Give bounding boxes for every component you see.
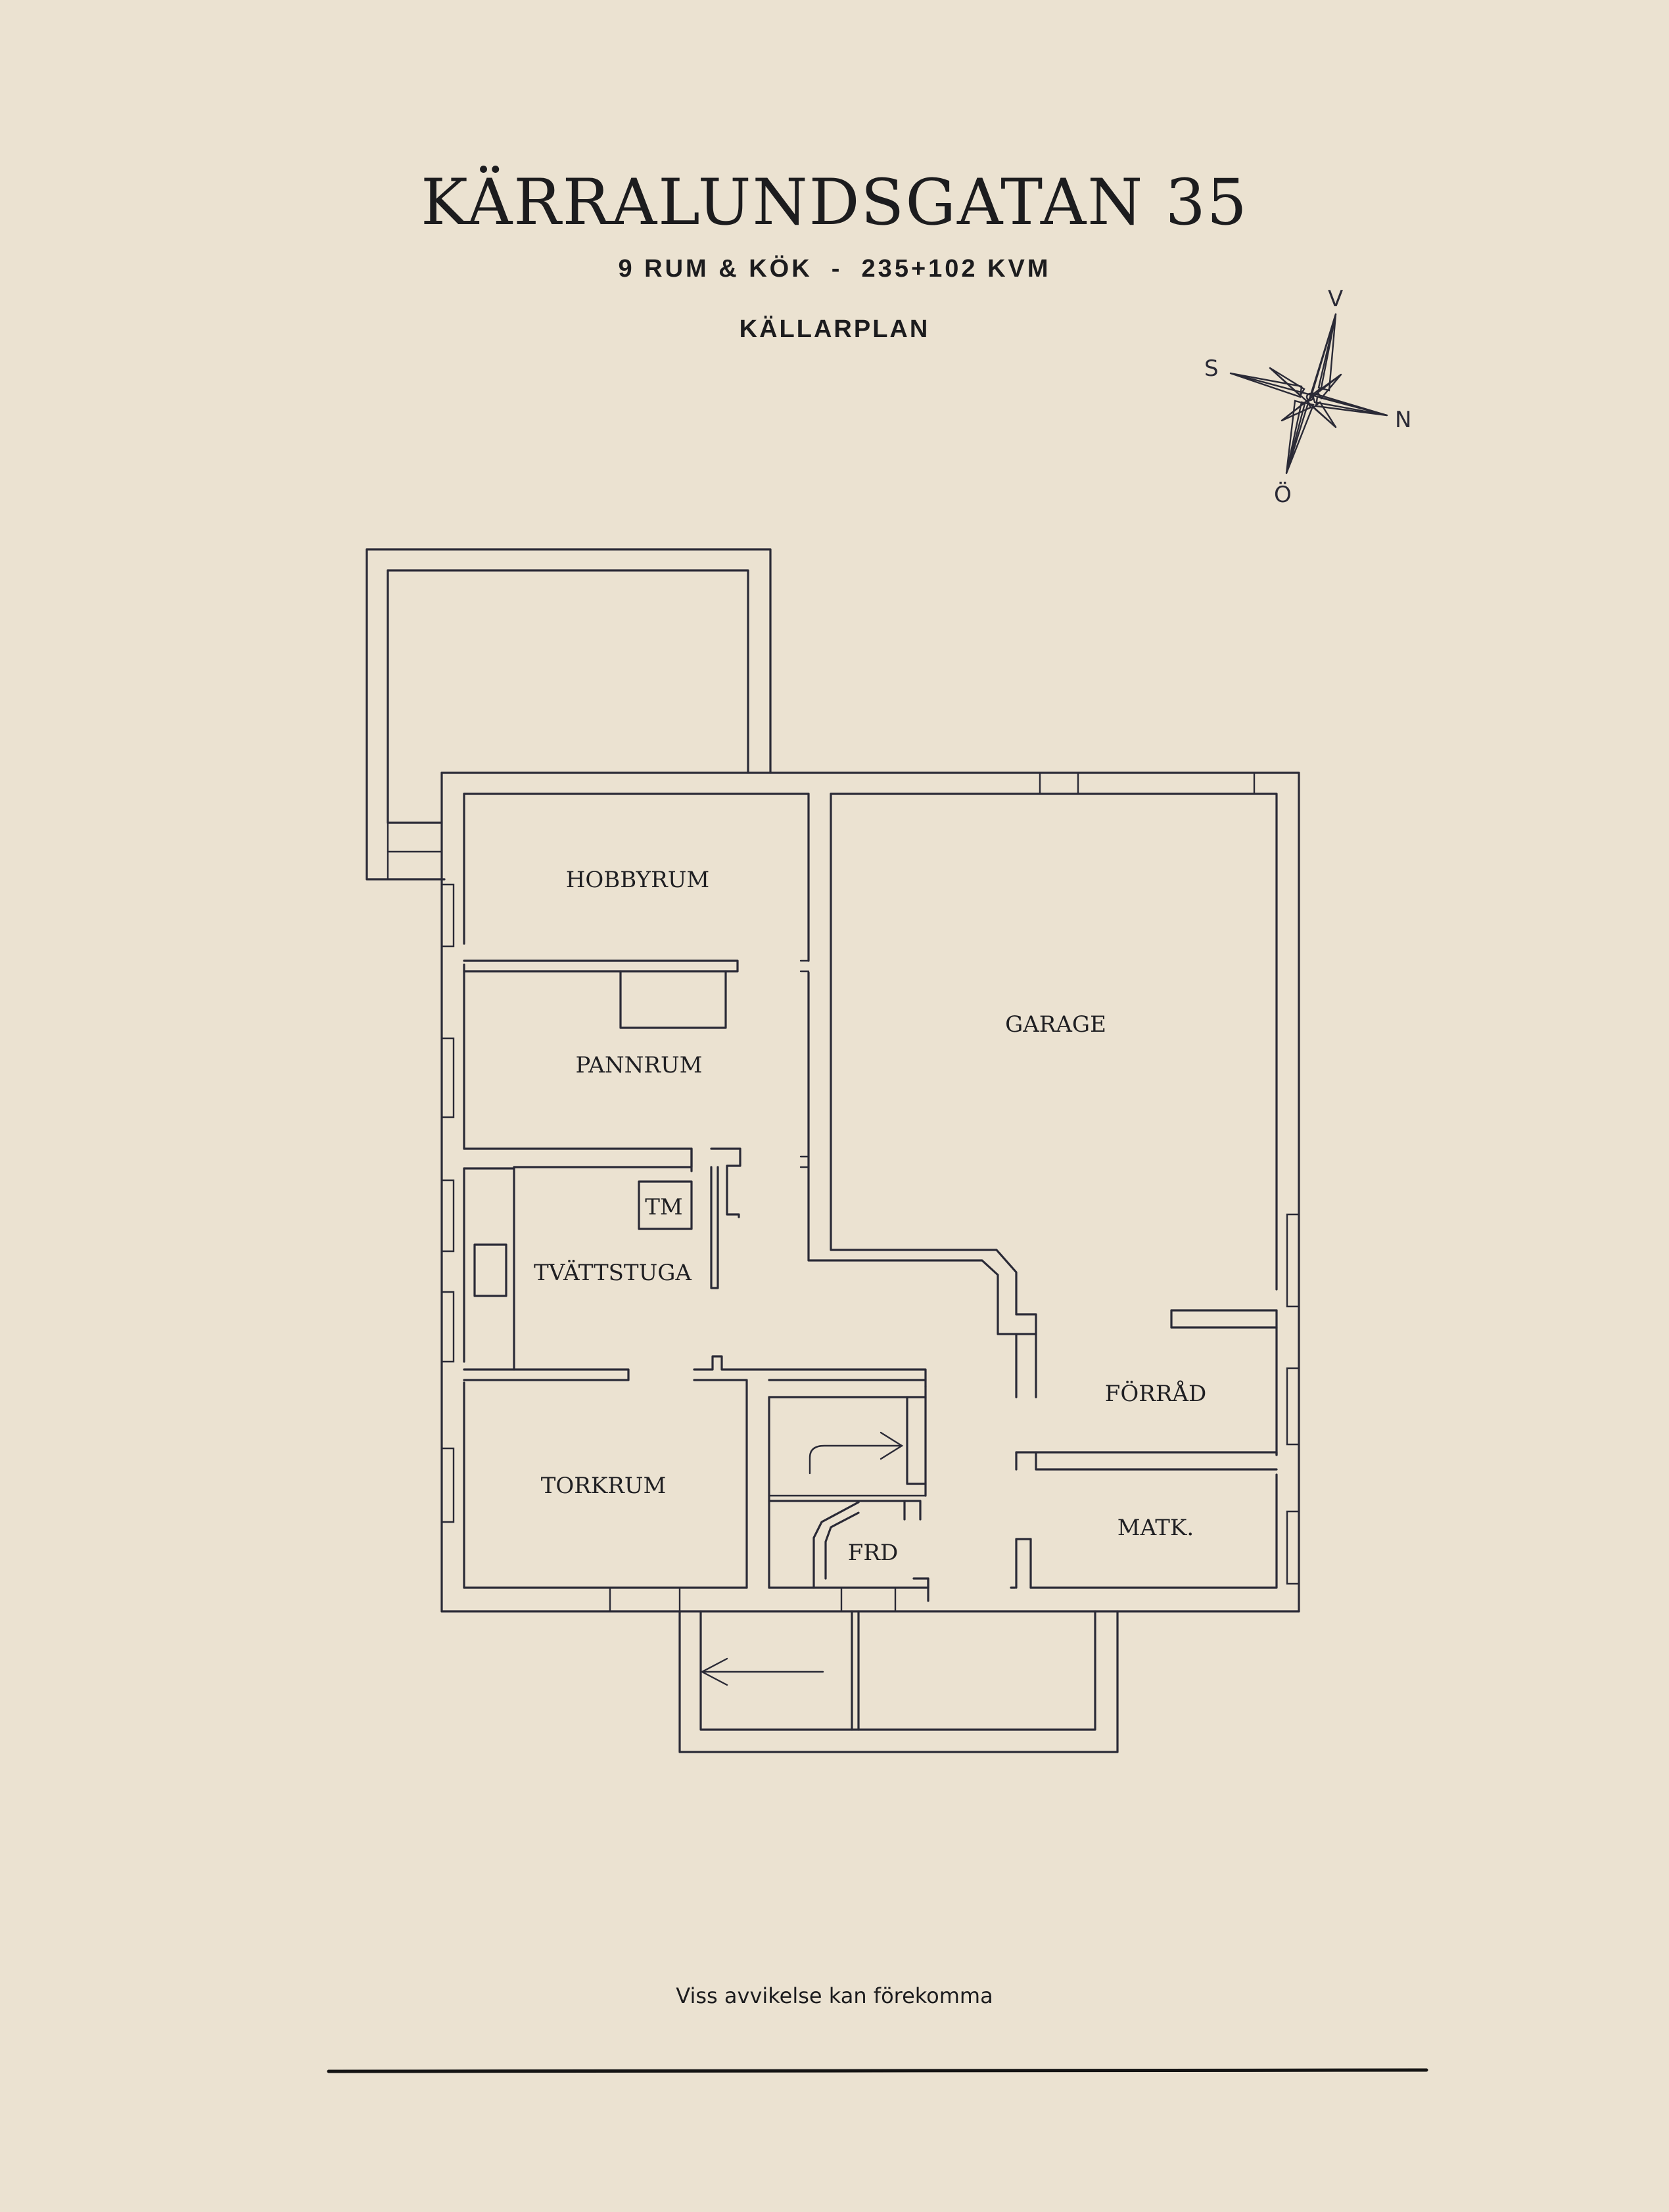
compass-west-label: V <box>1328 286 1343 312</box>
room-label-tm: TM <box>645 1194 683 1220</box>
room-label-tvattstuga: TVÄTTSTUGA <box>534 1260 692 1286</box>
interior-walls <box>463 793 1278 1602</box>
plan-level-label: KÄLLARPLAN <box>739 315 930 343</box>
room-label-forrad: FÖRRÅD <box>1105 1380 1206 1407</box>
room-label-matk: MATK. <box>1117 1515 1194 1541</box>
room-label-frd: FRD <box>848 1540 898 1566</box>
entrance-annex <box>678 1610 1119 1753</box>
disclaimer-text: Viss avvikelse kan förekomma <box>676 1983 993 2008</box>
compass-south-label: S <box>1204 356 1219 382</box>
room-label-hobbyrum: HOBBYRUM <box>566 867 709 893</box>
compass-north-label: N <box>1395 407 1411 433</box>
room-label-torkrum: TORKRUM <box>541 1473 667 1499</box>
compass-east-label: Ö <box>1274 481 1292 508</box>
page-subtitle: 9 RUM & KÖK - 235+102 KVM <box>618 255 1051 283</box>
compass-rose-icon: V S N Ö <box>1204 286 1411 508</box>
page-title: KÄRRALUNDSGATAN 35 <box>421 166 1248 239</box>
room-label-pannrum: PANNRUM <box>576 1052 703 1078</box>
room-label-garage: GARAGE <box>1005 1011 1106 1038</box>
outer-walls <box>365 548 1300 1613</box>
footer-divider <box>327 2068 1428 2073</box>
